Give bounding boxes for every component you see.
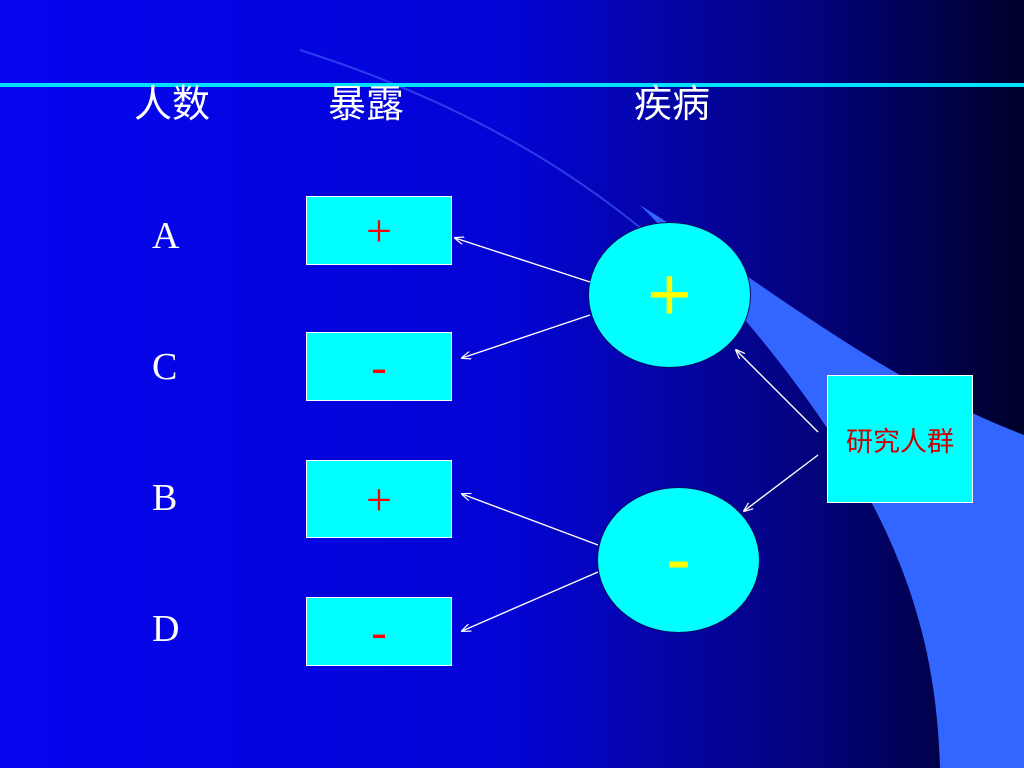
disease-negative-node: - [597,487,760,633]
exposure-box-c: - [306,332,452,401]
disease-negative-sign: - [665,517,692,602]
exposure-box-a: + [306,196,452,265]
swoosh-shape [640,205,1024,768]
row-label-c: C [152,346,178,388]
header-count: 人数 [134,82,211,126]
disease-positive-node: + [588,222,751,368]
arrow-negative-to-d [462,571,599,631]
arrow-positive-to-a [455,238,591,283]
exposure-sign-c: - [371,341,387,392]
arrow-negative-to-b [462,494,599,546]
exposure-box-d: - [306,597,452,666]
row-label-a: A [152,215,180,257]
study-population-box: 研究人群 [827,375,973,503]
study-population-label: 研究人群 [846,426,954,458]
header-exposure: 暴露 [328,82,405,126]
disease-positive-sign: + [647,252,692,337]
row-label-d: D [152,608,180,650]
header-disease: 疾病 [634,82,711,126]
arrow-study-to-positive [736,350,819,433]
exposure-box-b: + [306,460,452,538]
exposure-sign-b: + [366,473,392,525]
exposure-sign-d: - [371,606,387,657]
row-label-b: B [152,477,178,519]
arrow-study-to-negative [744,454,819,511]
arrow-positive-to-c [462,314,591,358]
exposure-sign-a: + [366,205,392,256]
